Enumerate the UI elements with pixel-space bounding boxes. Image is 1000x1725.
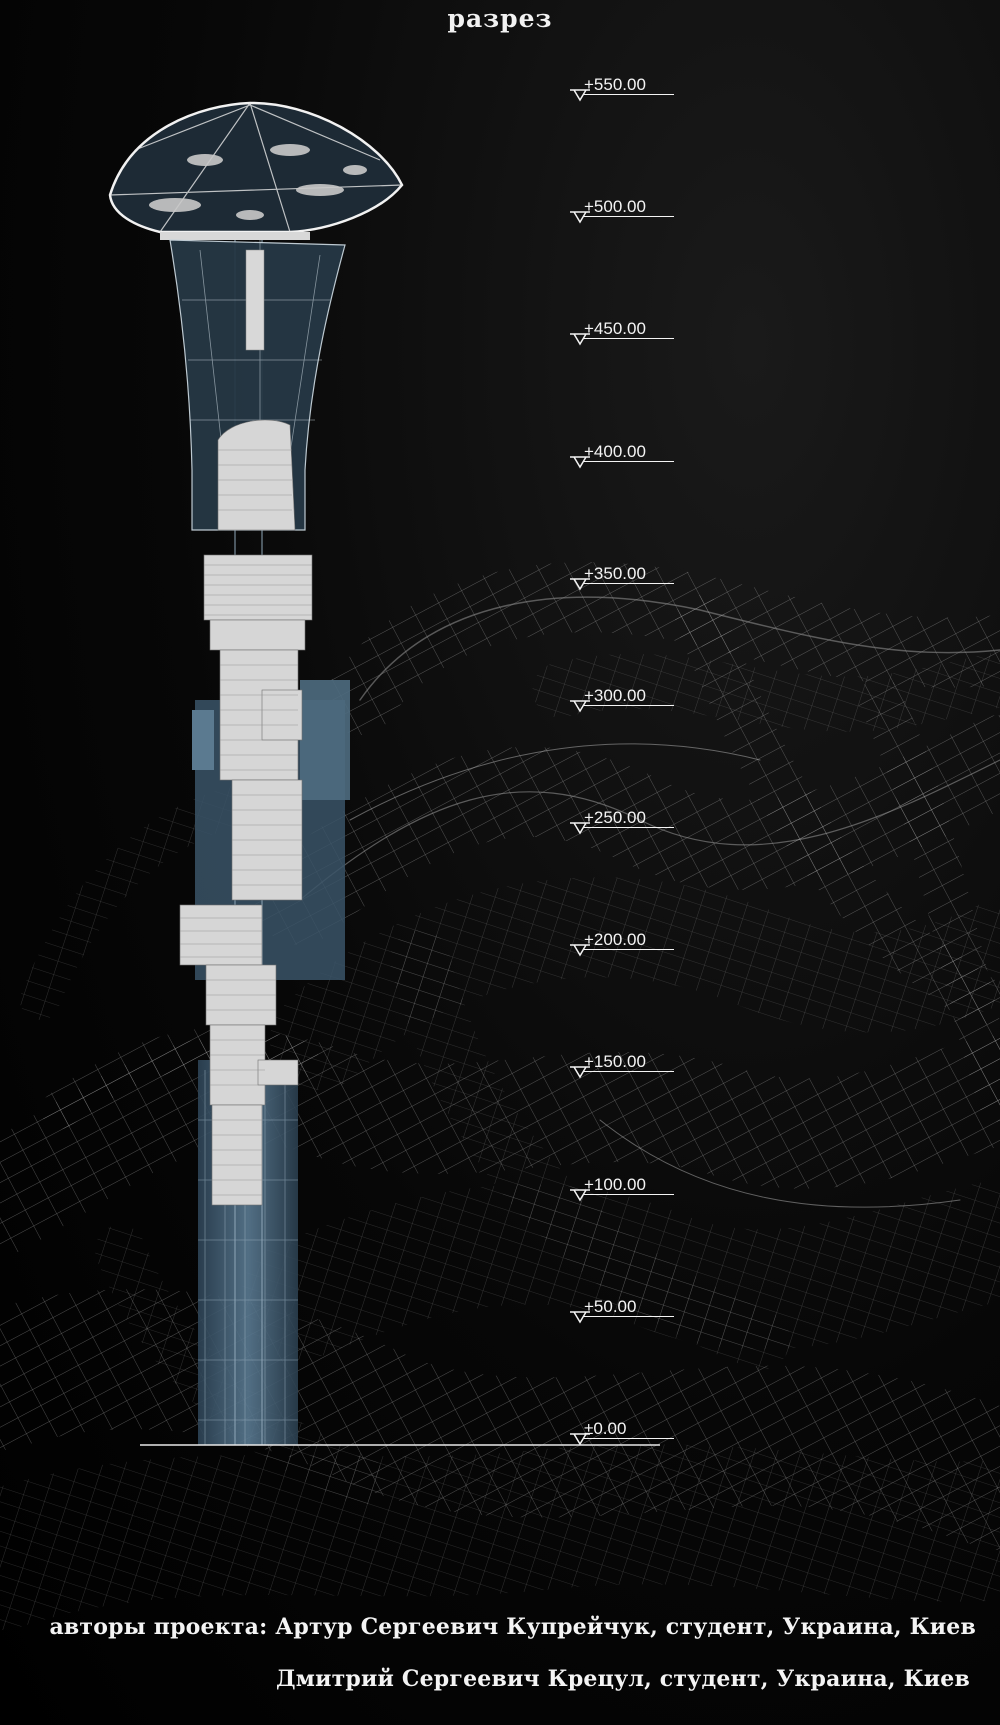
elevation-label: +200.00 [584,931,674,951]
elevation-label: +250.00 [584,809,674,829]
elevation-label: +350.00 [584,564,674,584]
elevation-label: +400.00 [584,442,674,462]
elevation-marker-icon [570,89,590,102]
elevation-marker-icon [570,577,590,591]
elevation-marker-icon [570,1433,590,1446]
wireframe-tubes [0,562,1000,1630]
elevation-marker-icon [570,1311,590,1324]
slab-hatching [180,449,312,1196]
elevation-label: +500.00 [584,198,674,218]
elevation-marker-icon [570,700,590,713]
elevation-marker-icon [570,1066,590,1079]
elevation-marker-icon [570,1188,590,1202]
drawing-title: разрез [447,4,553,33]
elevation-label: +450.00 [584,320,674,340]
elevation-marker-icon [570,822,590,835]
elevation-marker-icon [570,455,590,468]
elevation-label: +150.00 [584,1053,674,1073]
elevation-label: +100.00 [584,1175,674,1195]
elevation-label: +550.00 [584,76,674,95]
elevation-marker-icon [570,211,590,224]
elevation-label: +50.00 [584,1297,674,1317]
elevation-label: +300.00 [584,686,674,706]
elevation-marker-icon [570,333,590,346]
tower-crown [108,101,404,531]
elevation-marker-icon [570,944,590,957]
elevation-label: ±0.00 [584,1420,674,1439]
credits-line-1: авторы проекта: Артур Сергеевич Купрейчу… [49,1614,976,1640]
credits-line-2: Дмитрий Сергеевич Крецул, студент, Украи… [276,1666,970,1692]
